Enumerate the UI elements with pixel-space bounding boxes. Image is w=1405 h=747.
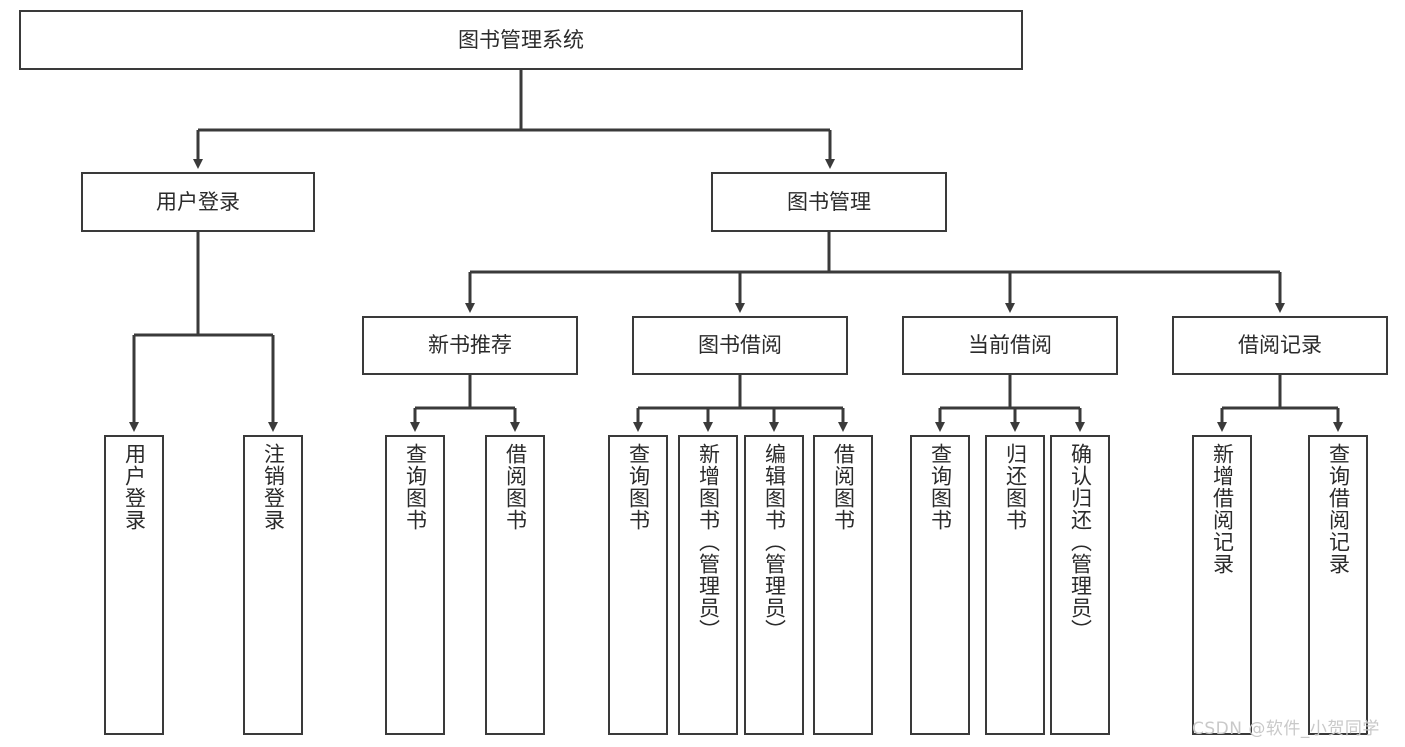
node-leaf-logout-label: 注销登录 (261, 443, 286, 531)
node-leaf-add-book-label: 新增图书（管理员） (696, 443, 721, 641)
node-book-manage[interactable]: 图书管理 (711, 172, 947, 232)
csdn-watermark: CSDN @软件_小贺同学 (1192, 719, 1380, 739)
node-root[interactable]: 图书管理系统 (19, 10, 1023, 70)
node-current-borrow-label: 当前借阅 (968, 333, 1052, 358)
node-leaf-add-record[interactable]: 新增借阅记录 (1192, 435, 1252, 735)
node-leaf-query-record-label: 查询借阅记录 (1326, 443, 1351, 575)
node-leaf-borrow-book[interactable]: 借阅图书 (813, 435, 873, 735)
node-new-book-rec-label: 新书推荐 (428, 333, 512, 358)
node-leaf-query-book-cur[interactable]: 查询图书 (910, 435, 970, 735)
node-leaf-user-login-label: 用户登录 (122, 443, 147, 531)
node-leaf-edit-book-label: 编辑图书（管理员） (762, 443, 787, 641)
node-leaf-logout[interactable]: 注销登录 (243, 435, 303, 735)
node-leaf-borrow-book-rec-label: 借阅图书 (503, 443, 528, 531)
node-current-borrow[interactable]: 当前借阅 (902, 316, 1118, 375)
node-leaf-borrow-book-label: 借阅图书 (831, 443, 856, 531)
node-leaf-borrow-book-rec[interactable]: 借阅图书 (485, 435, 545, 735)
node-user-login[interactable]: 用户登录 (81, 172, 315, 232)
node-leaf-user-login[interactable]: 用户登录 (104, 435, 164, 735)
node-leaf-add-book[interactable]: 新增图书（管理员） (678, 435, 738, 735)
node-leaf-query-book-borrow-label: 查询图书 (626, 443, 651, 531)
node-leaf-add-record-label: 新增借阅记录 (1210, 443, 1235, 575)
node-book-manage-label: 图书管理 (787, 189, 871, 214)
node-borrow-record-label: 借阅记录 (1238, 333, 1322, 358)
node-leaf-confirm-return-label: 确认归还（管理员） (1068, 443, 1093, 641)
node-leaf-query-record[interactable]: 查询借阅记录 (1308, 435, 1368, 735)
node-leaf-return-book[interactable]: 归还图书 (985, 435, 1045, 735)
node-book-borrow-label: 图书借阅 (698, 333, 782, 358)
node-borrow-record[interactable]: 借阅记录 (1172, 316, 1388, 375)
node-book-borrow[interactable]: 图书借阅 (632, 316, 848, 375)
node-leaf-query-book-rec[interactable]: 查询图书 (385, 435, 445, 735)
node-leaf-query-book-borrow[interactable]: 查询图书 (608, 435, 668, 735)
node-leaf-return-book-label: 归还图书 (1003, 443, 1028, 531)
node-leaf-confirm-return[interactable]: 确认归还（管理员） (1050, 435, 1110, 735)
node-root-label: 图书管理系统 (458, 27, 584, 52)
node-leaf-query-book-cur-label: 查询图书 (928, 443, 953, 531)
node-user-login-label: 用户登录 (156, 189, 240, 214)
node-leaf-edit-book[interactable]: 编辑图书（管理员） (744, 435, 804, 735)
node-leaf-query-book-rec-label: 查询图书 (403, 443, 428, 531)
node-new-book-rec[interactable]: 新书推荐 (362, 316, 578, 375)
